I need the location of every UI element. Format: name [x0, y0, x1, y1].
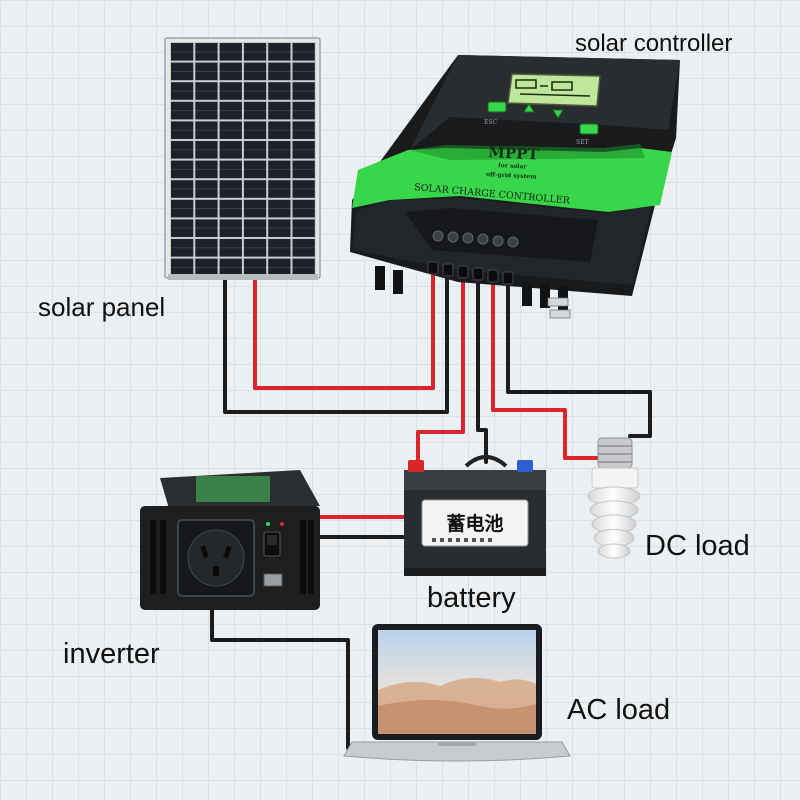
solar-panel	[164, 37, 321, 280]
wire-battery-positive	[416, 270, 465, 470]
wire-load-negative	[506, 270, 652, 438]
battery-label-plate	[421, 499, 529, 547]
wire-ac-output	[210, 603, 377, 750]
control-buttons	[487, 101, 599, 135]
wire-panel-positive	[253, 270, 435, 390]
solar-controller: ESC SET MPPT for solar off-grid system S…	[350, 55, 680, 319]
brand-subtitle-1: for solar	[498, 162, 528, 171]
ac-load-label: AC load	[567, 694, 671, 726]
set-label: SET	[576, 139, 589, 146]
battery-name: 蓄电池	[446, 512, 503, 535]
solar-controller-label: solar controller	[575, 30, 733, 57]
wire-battery-negative	[476, 270, 488, 464]
terminal-screws	[432, 230, 519, 248]
battery: 蓄电池	[404, 455, 546, 576]
esc-label: ESC	[484, 119, 497, 126]
dc-load-label: DC load	[645, 530, 750, 562]
brand-subtitle-2: off-grid system	[486, 171, 537, 181]
usb-ports	[547, 297, 571, 319]
inverter-label: inverter	[63, 638, 160, 670]
dc-load-bulb	[587, 437, 641, 559]
brand-text: MPPT	[488, 143, 540, 164]
battery-label: battery	[427, 582, 516, 614]
inverter	[140, 470, 320, 610]
wire-load-positive	[491, 270, 600, 460]
green-band	[352, 148, 672, 212]
terminal-holes	[427, 261, 514, 285]
wire-panel-negative	[223, 270, 449, 414]
solar-panel-label: solar panel	[38, 292, 166, 322]
ac-load-laptop	[343, 624, 571, 762]
usb-port	[263, 573, 283, 587]
